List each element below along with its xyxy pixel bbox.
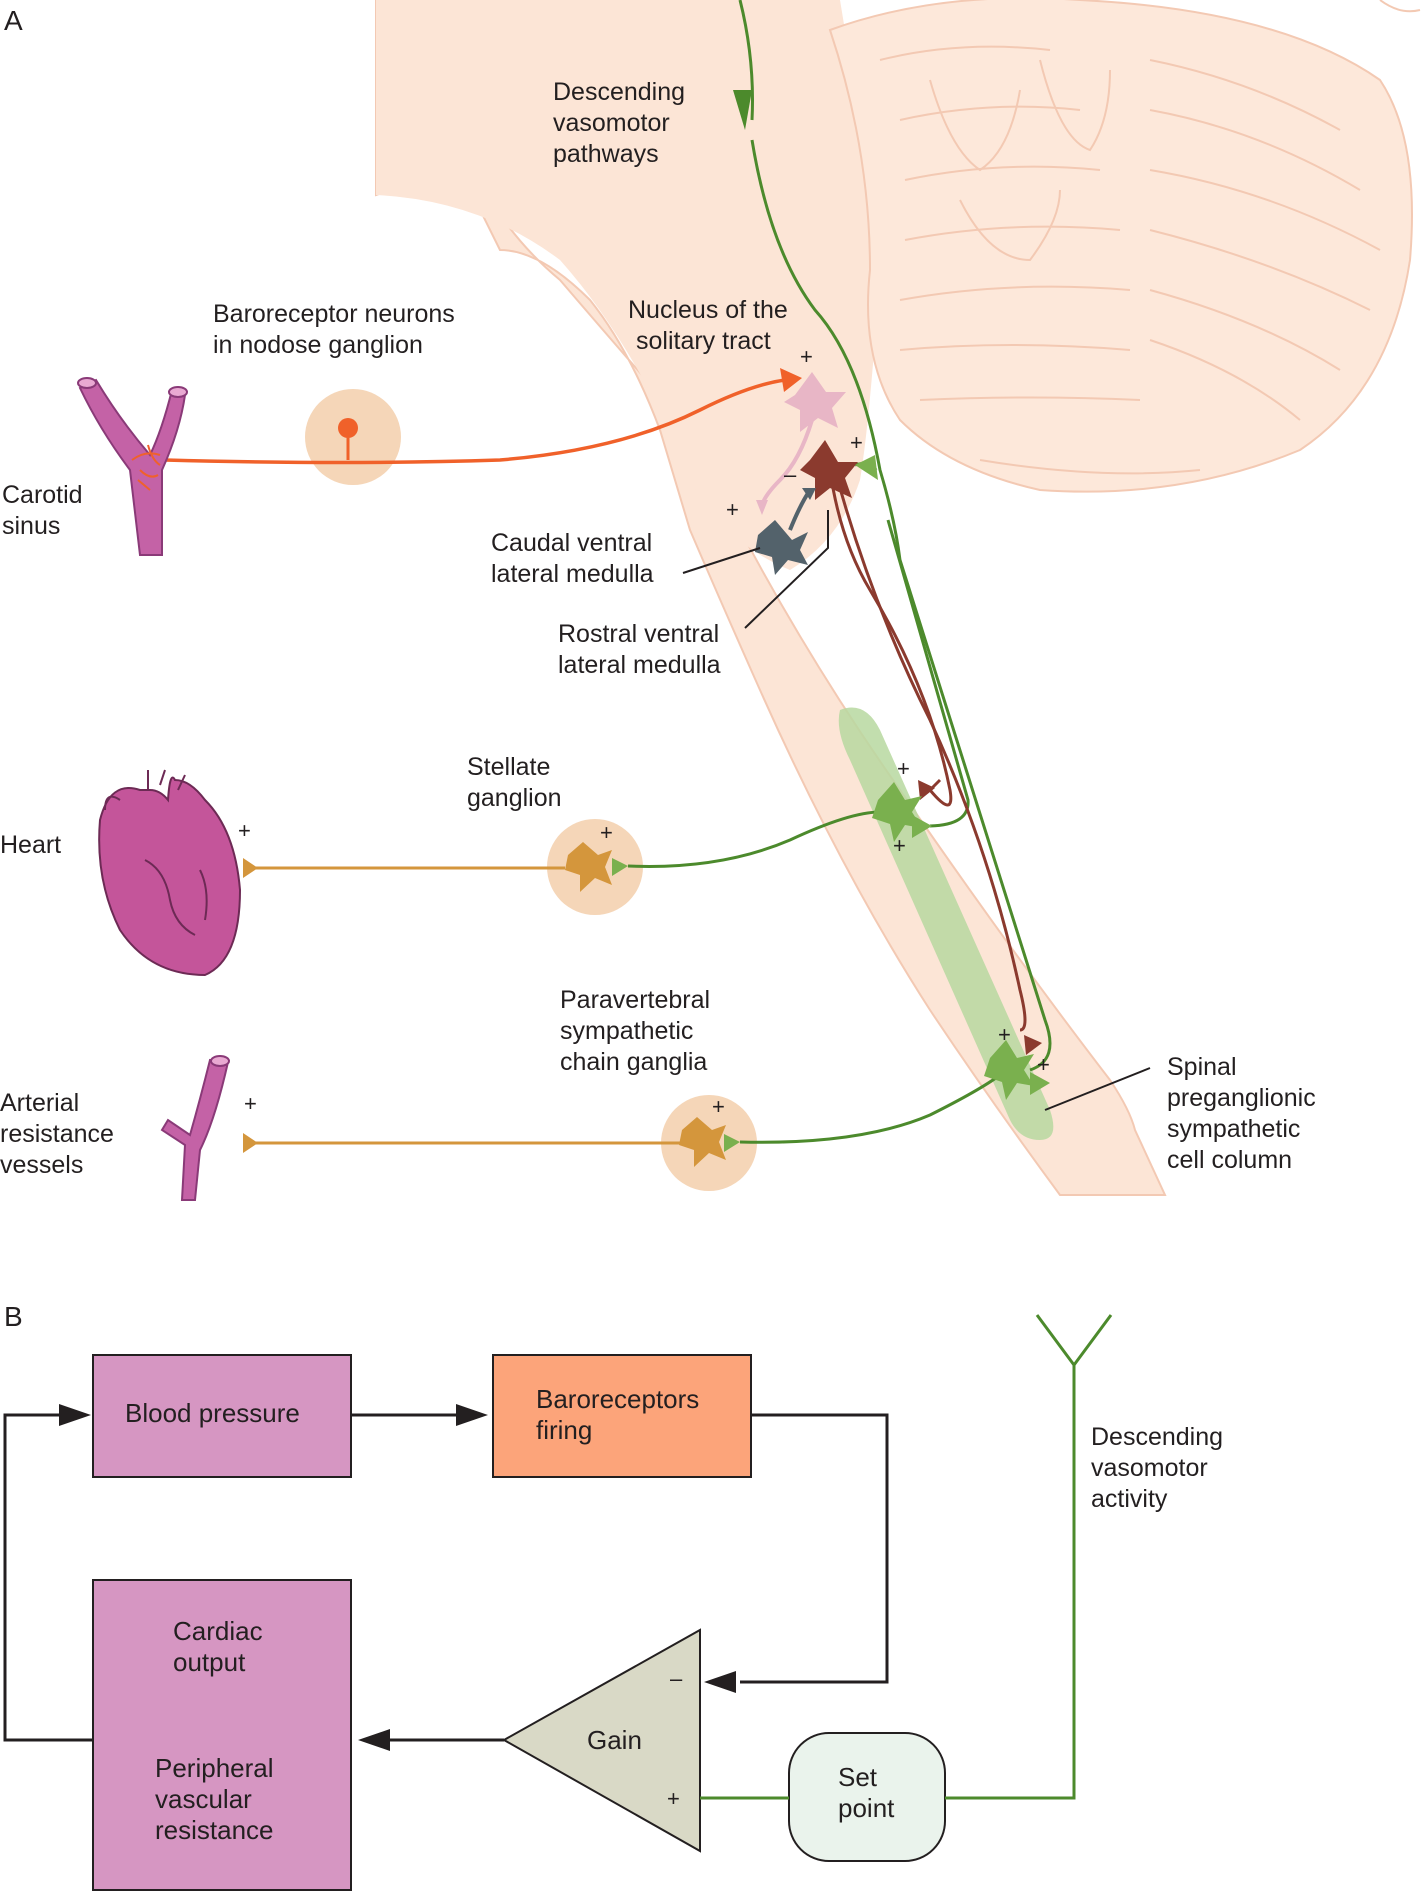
spinal-label-3: sympathetic xyxy=(1167,1115,1300,1143)
spinal-neuron-lower xyxy=(984,1040,1034,1100)
baroreceptor-afferent xyxy=(164,368,802,485)
baroreceptor-label-1: Baroreceptor neurons xyxy=(213,300,455,328)
arrow-baro-to-gain xyxy=(740,1413,889,1684)
cvlm-label-2: lateral medulla xyxy=(491,560,654,588)
cardiac-box xyxy=(92,1579,352,1891)
stellate-label-1: Stellate xyxy=(467,753,550,781)
sign-plus-arterial: + xyxy=(244,1091,257,1116)
descending-activity-fork xyxy=(1035,1314,1113,1368)
paravertebral-label-3: chain ganglia xyxy=(560,1048,707,1076)
sign-plus-nts: + xyxy=(800,344,813,369)
descending-activity-label-3: activity xyxy=(1091,1485,1168,1513)
panel-b-label: B xyxy=(4,1301,23,1332)
sign-plus-spinal-lower-1: + xyxy=(998,1022,1011,1047)
baroreceptor-label-2: in nodose ganglion xyxy=(213,331,423,359)
baroreceptors-label-2: firing xyxy=(536,1415,592,1445)
rvlm-label-1: Rostral ventral xyxy=(558,620,719,648)
arterial-vessel-icon xyxy=(160,1055,230,1201)
nts-neuron xyxy=(784,372,846,432)
sign-plus-paravertebral: + xyxy=(712,1094,725,1119)
stellate-label-2: ganglion xyxy=(467,784,562,812)
heart-icon xyxy=(98,769,242,977)
rvlm-leader xyxy=(744,510,829,629)
spinal-label-2: preganglionic xyxy=(1167,1084,1316,1112)
descending-label-2: vasomotor xyxy=(553,109,670,137)
paravertebral-label-2: sympathetic xyxy=(560,1017,693,1045)
set-point-label-2: point xyxy=(838,1793,895,1823)
nts-label-2: solitary tract xyxy=(636,327,771,355)
rvlm-terminal-lower xyxy=(1024,1035,1042,1055)
gain-plus-sign: + xyxy=(667,1786,680,1811)
nts-label-1: Nucleus of the xyxy=(628,296,788,324)
peripheral-label-3: resistance xyxy=(155,1815,274,1845)
heart-label: Heart xyxy=(0,831,61,859)
set-point-label-1: Set xyxy=(838,1762,878,1792)
sign-minus-rvlm: – xyxy=(784,462,797,487)
descending-label-3: pathways xyxy=(553,140,659,168)
rvlm-label-2: lateral medulla xyxy=(558,651,721,679)
descending-label-1: Descending xyxy=(553,78,685,106)
brainstem-anatomy xyxy=(375,0,1421,1196)
cvlm-leader xyxy=(682,547,761,574)
peripheral-label-2: vascular xyxy=(155,1784,252,1814)
sign-plus-spinal-upper-2: + xyxy=(893,833,906,858)
peripheral-label-1: Peripheral xyxy=(155,1753,274,1783)
gain-amplifier xyxy=(501,1628,701,1853)
arrowhead-to-cardiac xyxy=(358,1729,390,1751)
cerebellum xyxy=(828,0,1413,493)
gain-minus-sign: – xyxy=(670,1666,683,1691)
spinal-neuron-upper xyxy=(872,782,922,842)
arterial-label-1: Arterial xyxy=(0,1089,79,1117)
blood-pressure-box xyxy=(92,1354,352,1478)
descending-arrow-icon xyxy=(733,90,752,130)
sign-plus-spinal-lower-2: + xyxy=(1037,1052,1050,1077)
carotid-label-2: sinus xyxy=(2,512,60,540)
descending-activity-line xyxy=(945,1365,1076,1800)
carotid-label-1: Carotid xyxy=(2,481,83,509)
stellate-ganglion xyxy=(243,810,881,915)
spinal-leader xyxy=(1044,1067,1151,1111)
sign-plus-spinal-upper-1: + xyxy=(897,756,910,781)
spinal-label-1: Spinal xyxy=(1167,1053,1237,1081)
descending-activity-label-2: vasomotor xyxy=(1091,1454,1208,1482)
arrow-cardiac-to-bp xyxy=(3,1413,93,1742)
arterial-label-2: resistance xyxy=(0,1120,114,1148)
paravertebral-ganglion xyxy=(243,1073,1001,1191)
sign-plus-heart: + xyxy=(238,818,251,843)
cardiac-label-1: Cardiac xyxy=(173,1616,263,1646)
arrowhead-bp-to-baro xyxy=(456,1404,488,1426)
arterial-label-3: vessels xyxy=(0,1151,83,1179)
cardiac-label-2: output xyxy=(173,1647,246,1677)
rvlm-neuron xyxy=(800,440,858,500)
carotid-vessel xyxy=(77,377,188,556)
sign-plus-stellate: + xyxy=(600,820,613,845)
arrowhead-to-gain xyxy=(704,1671,736,1693)
green-terminal-rvlm xyxy=(855,455,878,480)
cvlm-label-1: Caudal ventral xyxy=(491,529,652,557)
green-terminal-lower xyxy=(1030,1072,1050,1095)
descending-activity-label-1: Descending xyxy=(1091,1423,1223,1451)
gain-label: Gain xyxy=(587,1725,642,1755)
baroreceptors-box xyxy=(492,1354,752,1478)
paravertebral-label-1: Paravertebral xyxy=(560,986,710,1014)
green-terminal-upper xyxy=(912,815,932,838)
sign-plus-rvlm: + xyxy=(850,430,863,455)
spinal-label-4: cell column xyxy=(1167,1146,1292,1174)
rvlm-terminal-upper xyxy=(918,780,935,800)
blood-pressure-label: Blood pressure xyxy=(125,1398,300,1428)
arrowhead-to-bp xyxy=(59,1404,91,1426)
panel-a-label: A xyxy=(4,5,23,36)
sign-plus-cvlm: + xyxy=(726,497,739,522)
baroreceptors-label-1: Baroreceptors xyxy=(536,1384,699,1414)
cvlm-neuron xyxy=(755,520,808,575)
